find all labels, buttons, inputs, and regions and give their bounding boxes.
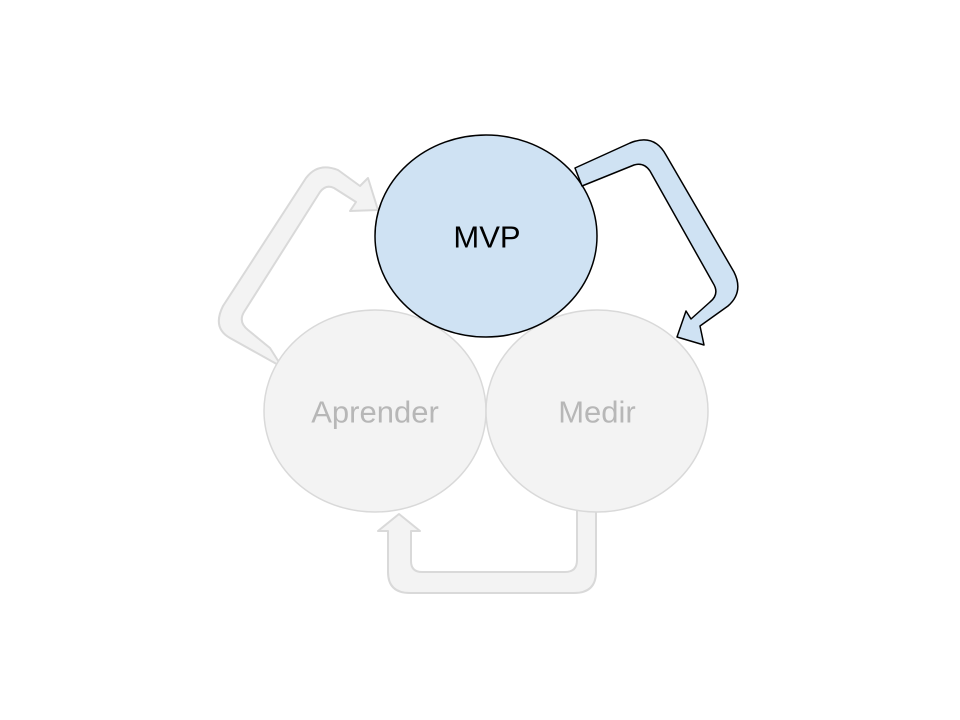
arrow-medir-to-aprender [377, 509, 597, 594]
arrow-mvp-to-medir [574, 139, 739, 346]
node-mvp-circle[interactable] [374, 134, 598, 338]
node-aprender-label: Aprender [311, 395, 439, 430]
node-medir-label: Medir [558, 395, 636, 430]
node-medir-circle[interactable] [485, 309, 709, 513]
node-mvp-label: MVP [453, 220, 520, 255]
arrow-aprender-to-mvp [217, 166, 379, 368]
